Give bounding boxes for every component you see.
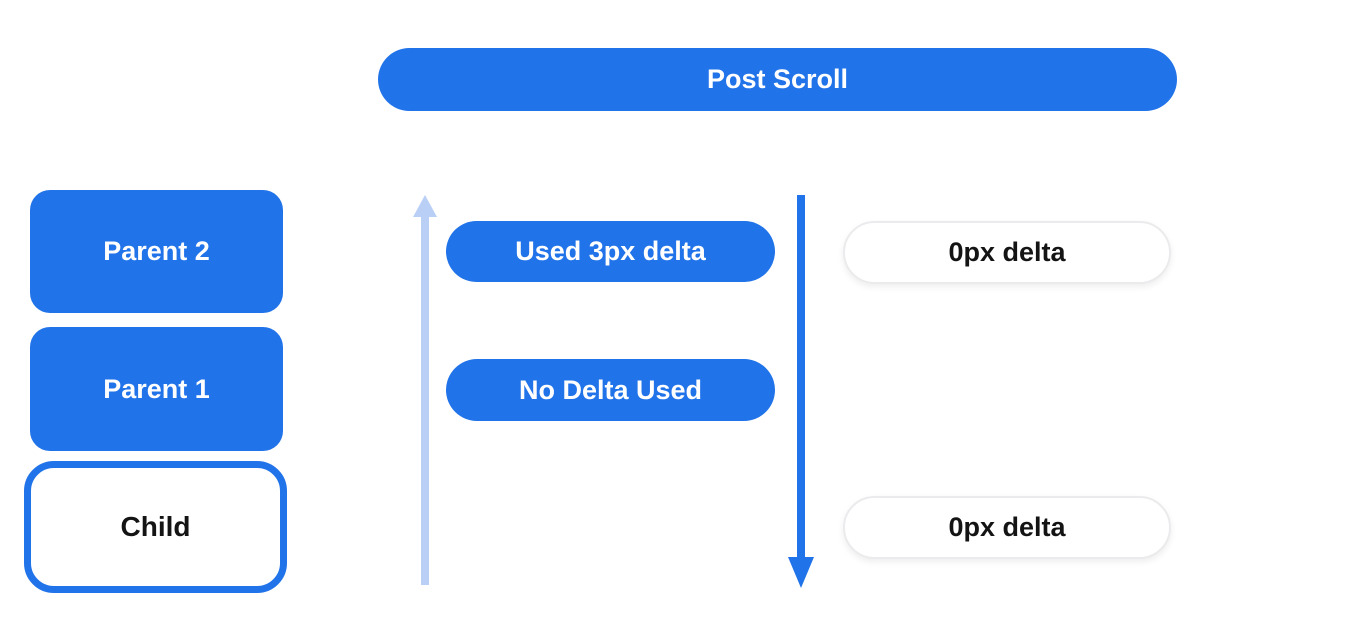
post-scroll-label: Post Scroll: [706, 64, 849, 94]
no-delta-label: No Delta Used: [518, 374, 703, 405]
post-scroll-header: Post Scroll: [378, 48, 1177, 111]
no-delta-pill: No Delta Used: [446, 359, 775, 421]
child-node: Child: [24, 461, 287, 593]
child-label: Child: [120, 511, 191, 542]
used-delta-pill: Used 3px delta: [446, 221, 775, 282]
arrow-up-line: [421, 212, 429, 585]
parent1-label: Parent 1: [103, 373, 210, 404]
parent1-node: Parent 1: [30, 327, 283, 451]
zero-delta-top-label: 0px delta: [948, 237, 1066, 267]
parent2-label: Parent 2: [103, 236, 210, 266]
used-delta-label: Used 3px delta: [515, 236, 706, 266]
arrow-up-head-icon: [413, 195, 437, 217]
zero-delta-bottom-label: 0px delta: [948, 512, 1066, 542]
parent2-node: Parent 2: [30, 190, 283, 313]
zero-delta-pill-bottom: 0px delta: [843, 496, 1171, 559]
zero-delta-pill-top: 0px delta: [843, 221, 1171, 284]
arrow-down-head-icon: [788, 557, 814, 588]
arrow-down-line: [797, 195, 805, 560]
